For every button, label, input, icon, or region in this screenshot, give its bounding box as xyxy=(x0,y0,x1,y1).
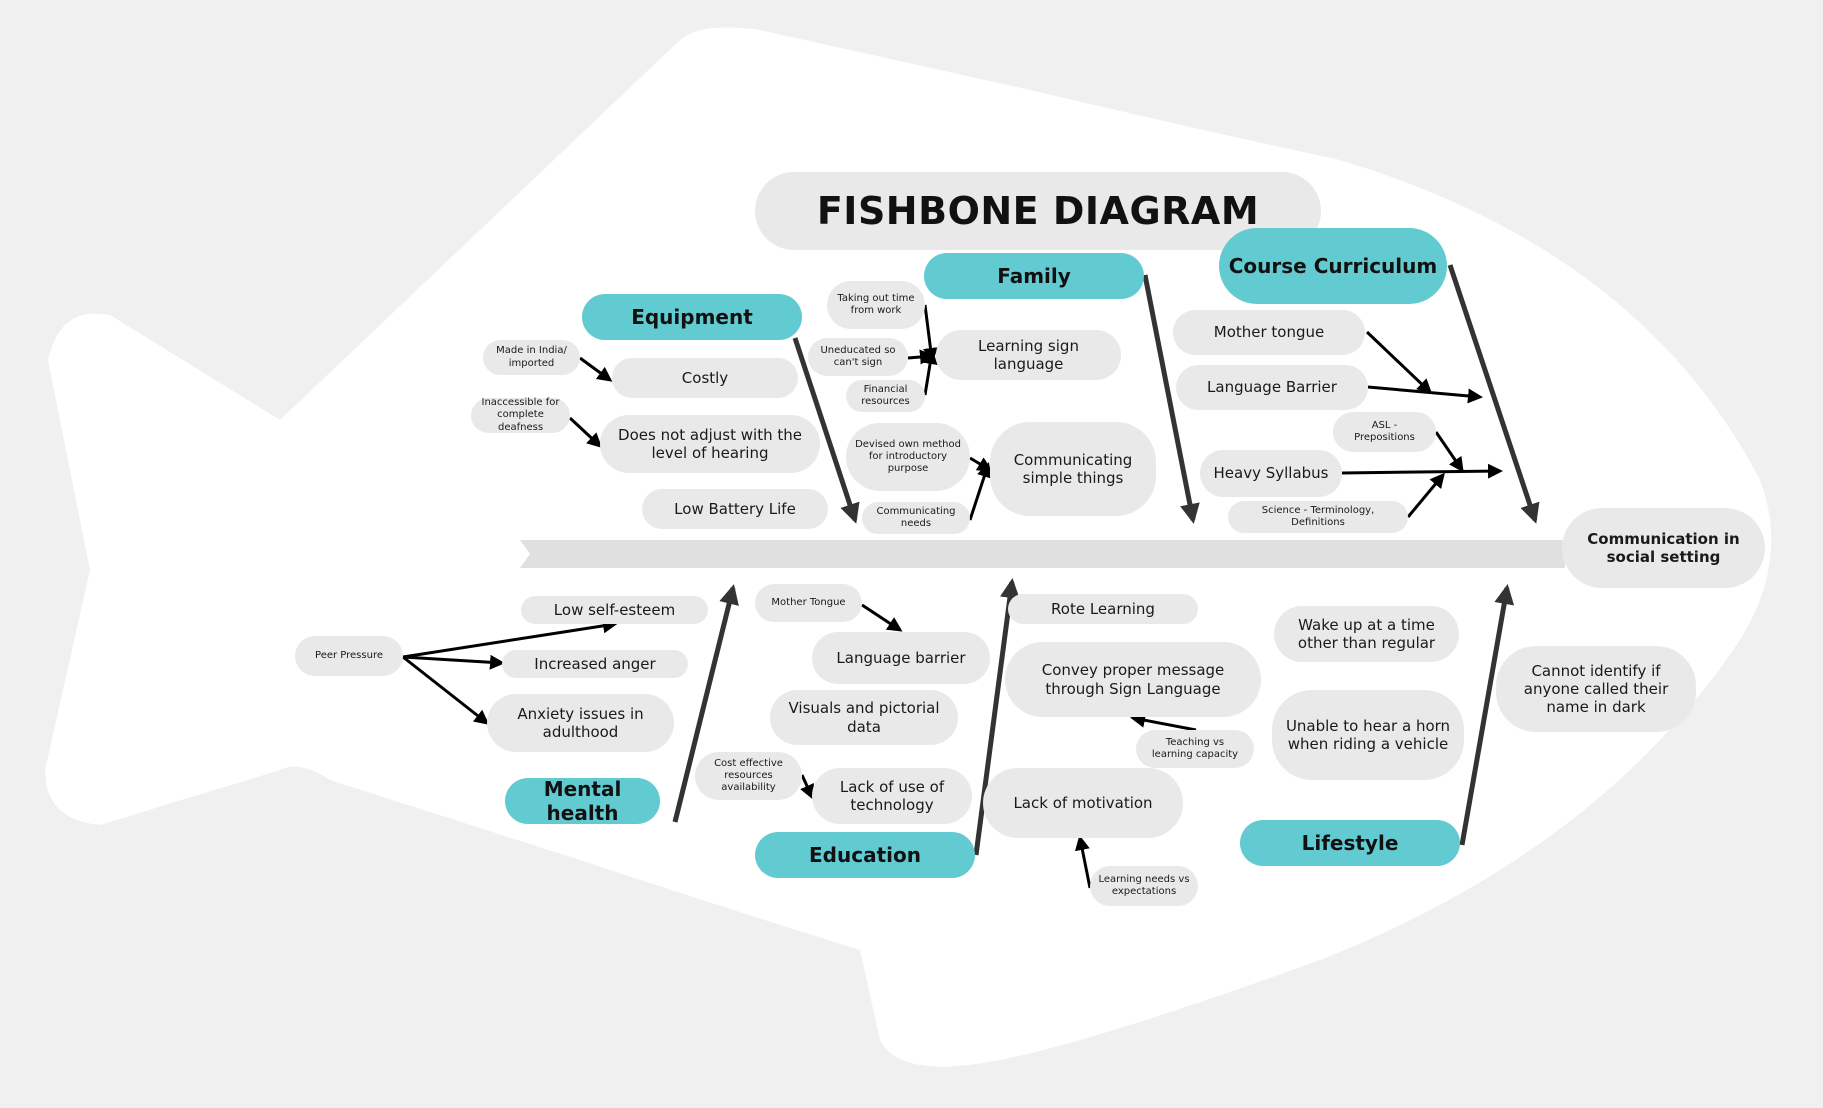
cause-lack-technology: Lack of use of technology xyxy=(812,768,972,824)
cause-edu-mother-tongue: Mother Tongue xyxy=(755,584,862,622)
arrow-made-in-india xyxy=(579,356,613,382)
cause-teaching-vs-learning: Teaching vs learning capacity xyxy=(1136,730,1254,768)
category-equipment: Equipment xyxy=(582,294,802,340)
category-course-curriculum: Course Curriculum xyxy=(1219,228,1447,304)
page-title: FISHBONE DIAGRAM xyxy=(755,172,1321,250)
bone-lifestyle xyxy=(1459,584,1515,846)
bone-equipment xyxy=(792,337,860,524)
cause-costly: Costly xyxy=(612,358,798,398)
cause-science-terms: Science - Terminology, Definitions xyxy=(1228,501,1408,533)
bone-family xyxy=(1142,274,1200,524)
cause-visuals: Visuals and pictorial data xyxy=(770,690,958,745)
cause-mother-tongue: Mother tongue xyxy=(1173,310,1365,355)
cause-heavy-syllabus: Heavy Syllabus xyxy=(1200,450,1342,497)
arrow-science xyxy=(1406,472,1445,518)
arrow-inaccessible xyxy=(568,416,603,449)
arrow-peer-low-self-esteem xyxy=(402,618,618,659)
cause-learning-sign: Learning sign language xyxy=(936,330,1121,380)
cause-learning-needs: Learning needs vs expectations xyxy=(1090,866,1198,906)
arrow-cost-effective xyxy=(800,774,814,800)
bone-mental xyxy=(672,584,739,823)
cause-financial: Financial resources xyxy=(846,380,925,412)
cause-devised-method: Devised own method for introductory purp… xyxy=(846,423,970,491)
cause-name-dark: Cannot identify if anyone called their n… xyxy=(1496,646,1696,732)
effect-head: Communication in social setting xyxy=(1562,508,1765,588)
cause-low-battery: Low Battery Life xyxy=(642,489,828,529)
arrow-financial xyxy=(922,349,938,396)
cause-lack-motivation: Lack of motivation xyxy=(983,768,1183,838)
cause-inaccessible: Inaccessible for complete deafness xyxy=(471,397,570,433)
cause-edu-language-barrier: Language barrier xyxy=(812,632,990,684)
cause-communicating-needs: Communicating needs xyxy=(862,502,970,534)
category-education: Education xyxy=(755,832,975,878)
arrow-teaching-learning xyxy=(1130,712,1197,732)
arrow-heavy-syllabus xyxy=(1341,463,1503,479)
cause-wake-up: Wake up at a time other than regular xyxy=(1274,606,1459,662)
cause-time-from-work: Taking out time from work xyxy=(827,281,925,329)
fish-spine xyxy=(520,540,1565,568)
arrow-time-from-work xyxy=(923,304,938,363)
cause-communicating-simple: Communicating simple things xyxy=(990,422,1156,516)
cause-anxiety: Anxiety issues in adulthood xyxy=(487,694,674,752)
cause-convey-message: Convey proper message through Sign Langu… xyxy=(1005,642,1261,717)
cause-low-self-esteem: Low self-esteem xyxy=(521,596,708,624)
arrow-edu-mother-tongue xyxy=(861,603,903,632)
bone-education xyxy=(973,578,1020,856)
cause-horn: Unable to hear a horn when riding a vehi… xyxy=(1272,690,1464,780)
bone-course xyxy=(1447,264,1540,524)
cause-not-adjust: Does not adjust with the level of hearin… xyxy=(600,415,820,473)
cause-peer-pressure: Peer Pressure xyxy=(295,636,403,676)
arrow-mother-tongue xyxy=(1365,330,1433,395)
cause-asl-prepositions: ASL - Prepositions xyxy=(1333,412,1436,452)
category-family: Family xyxy=(924,253,1144,299)
cause-made-in-india: Made in India/ imported xyxy=(483,340,580,375)
arrow-uneducated xyxy=(907,349,935,365)
arrow-asl xyxy=(1434,431,1464,473)
cause-cost-effective: Cost effective resources availability xyxy=(695,752,802,800)
cause-uneducated: Uneducated so can't sign xyxy=(808,338,908,376)
arrow-communicating-needs xyxy=(968,462,992,521)
category-lifestyle: Lifestyle xyxy=(1240,820,1460,866)
arrow-peer-anxiety xyxy=(402,655,490,725)
arrow-peer-anger xyxy=(402,654,505,670)
cause-rote-learning: Rote Learning xyxy=(1008,594,1198,624)
category-mental-health: Mental health xyxy=(505,777,660,825)
cause-increased-anger: Increased anger xyxy=(502,650,688,678)
arrow-language-barrier xyxy=(1367,385,1483,404)
arrow-learning-needs xyxy=(1074,835,1092,889)
cause-language-barrier: Language Barrier xyxy=(1176,365,1368,410)
